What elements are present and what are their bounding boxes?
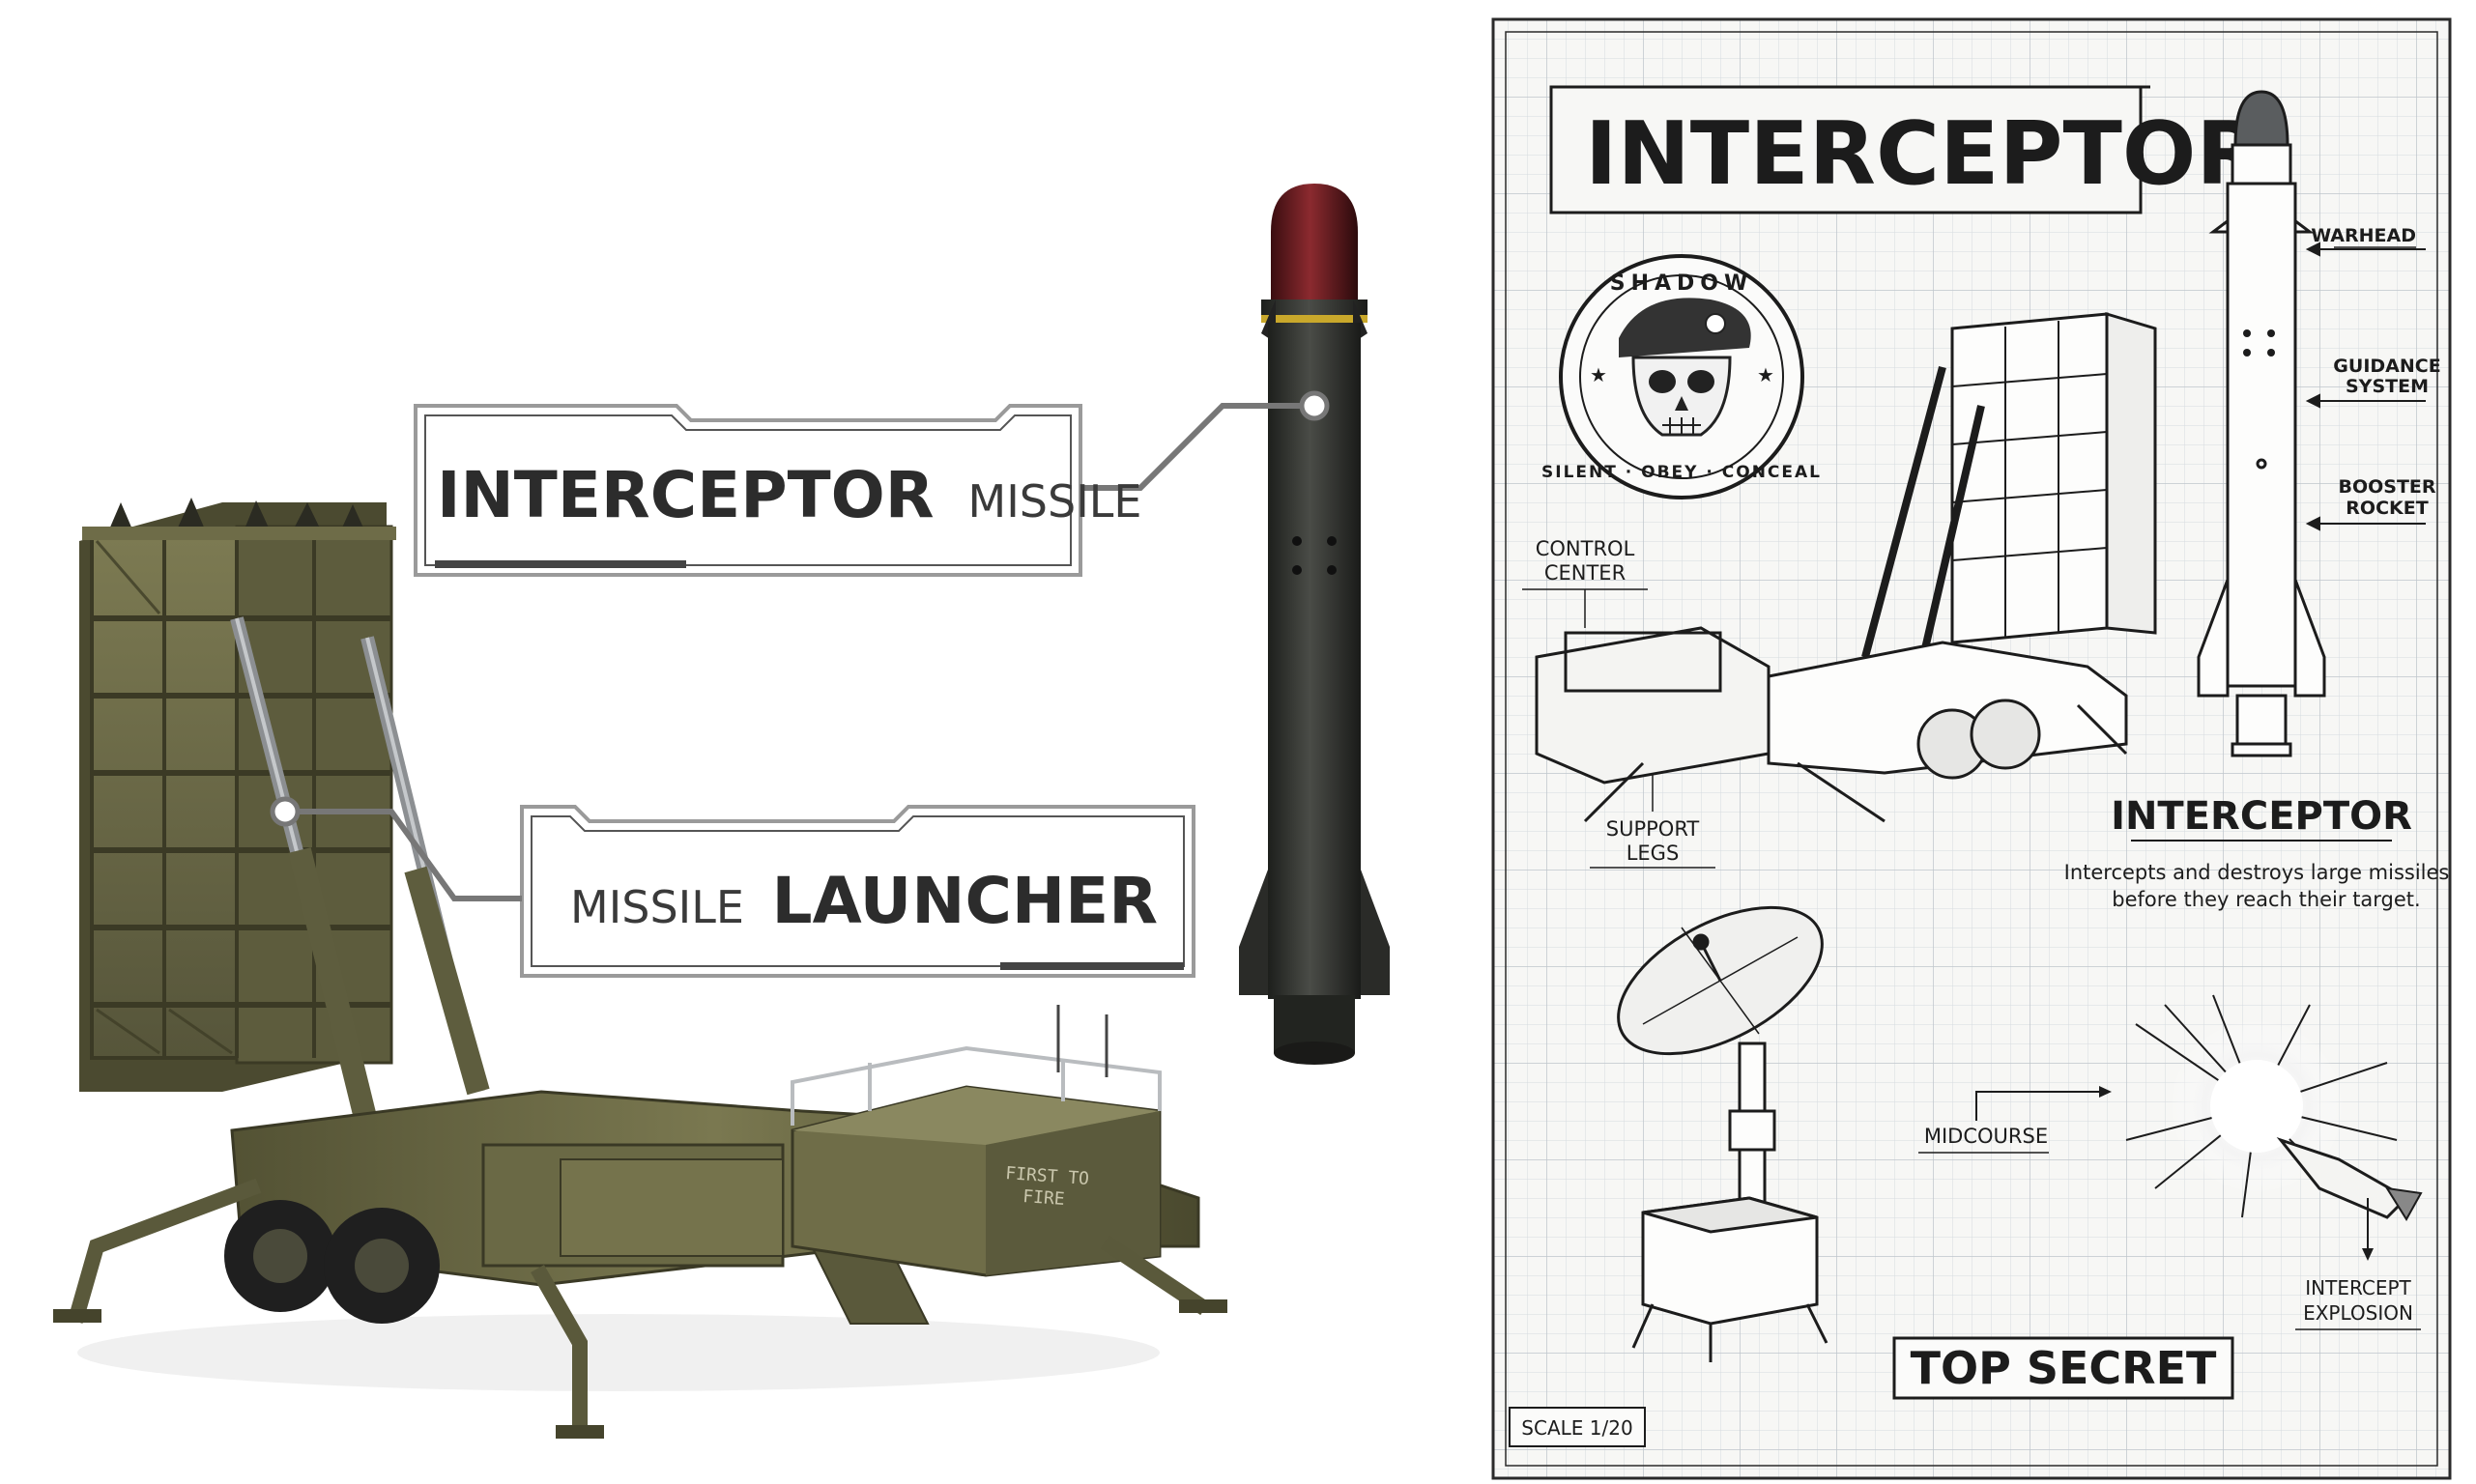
outrigger-legs bbox=[68, 1178, 1210, 1438]
svg-text:MIDCOURSE: MIDCOURSE bbox=[1924, 1125, 2048, 1148]
emblem-top-text: SHADOW bbox=[1610, 271, 1754, 296]
label-guidance-2: SYSTEM bbox=[2346, 376, 2429, 397]
svg-text:CONTROL: CONTROL bbox=[1536, 537, 1635, 560]
svg-text:EXPLOSION: EXPLOSION bbox=[2303, 1301, 2413, 1325]
info-line-2: before they reach their target. bbox=[2112, 888, 2420, 911]
missile-callout-bold: INTERCEPTOR bbox=[437, 458, 935, 532]
emblem-bottom-text: SILENT · OBEY · CONCEAL bbox=[1541, 463, 1822, 482]
label-booster-2: ROCKET bbox=[2346, 498, 2428, 519]
blueprint-missile-leaders bbox=[2305, 242, 2426, 531]
svg-text:INTERCEPTOR MISSILE: INTERCEPTOR MISSILE bbox=[437, 458, 1141, 532]
missile-callout: INTERCEPTOR MISSILE bbox=[408, 390, 1330, 580]
trailer-wheels bbox=[224, 1200, 440, 1324]
generator-box: FIRST TO FIRE bbox=[791, 1005, 1162, 1277]
interceptor-missile-illustration bbox=[1239, 184, 1390, 1065]
svg-text:SCALE 1/20: SCALE 1/20 bbox=[1521, 1416, 1632, 1440]
launcher-callout-bold: LAUNCHER bbox=[772, 864, 1159, 938]
hydraulic-rams bbox=[230, 616, 490, 1128]
launcher-stencil-line-2: FIRE bbox=[1022, 1186, 1066, 1210]
launcher-callout: MISSILE LAUNCHER bbox=[270, 796, 1202, 982]
info-line-1: Intercepts and destroys large missiles bbox=[2064, 861, 2450, 884]
emblem-star-icon: ★ bbox=[1757, 363, 1774, 386]
emblem-star-icon: ★ bbox=[1590, 363, 1607, 386]
blueprint-poster: INTERCEPTOR SHADOW SILENT · OBEY · CONCE… bbox=[1491, 17, 2452, 1480]
intercept-explosion-label: INTERCEPT EXPLOSION bbox=[2295, 1198, 2421, 1330]
shadow-emblem: SHADOW SILENT · OBEY · CONCEAL ★ ★ bbox=[1541, 254, 1822, 499]
support-legs-label: SUPPORT LEGS bbox=[1590, 773, 1715, 869]
svg-text:MISSILE LAUNCHER: MISSILE LAUNCHER bbox=[570, 864, 1158, 938]
svg-text:TOP SECRET: TOP SECRET bbox=[1911, 1342, 2217, 1394]
blueprint-radar-dish bbox=[1617, 905, 1828, 1362]
label-booster-1: BOOSTER bbox=[2338, 476, 2435, 498]
blueprint-missile bbox=[2197, 90, 2326, 757]
missile-callout-thin: MISSILE bbox=[968, 475, 1142, 528]
top-secret-stamp: TOP SECRET bbox=[1892, 1336, 2234, 1400]
svg-text:INTERCEPT: INTERCEPT bbox=[2305, 1276, 2411, 1299]
interceptor-info-block: INTERCEPTOR Intercepts and destroys larg… bbox=[2064, 794, 2450, 911]
svg-text:CENTER: CENTER bbox=[1544, 561, 1626, 585]
blueprint-title-box: INTERCEPTOR bbox=[1549, 85, 2263, 214]
intercept-explosion-sketch bbox=[2125, 994, 2423, 1221]
control-center-label: CONTROL CENTER bbox=[1522, 537, 1648, 628]
blueprint-launcher-sketch bbox=[1535, 311, 2157, 823]
label-guidance-1: GUIDANCE bbox=[2333, 356, 2440, 377]
midcourse-label: MIDCOURSE bbox=[1918, 1086, 2112, 1154]
svg-text:SUPPORT: SUPPORT bbox=[1606, 817, 1700, 841]
label-warhead: WARHEAD bbox=[2311, 225, 2416, 246]
info-heading: INTERCEPTOR bbox=[2111, 794, 2412, 839]
svg-text:LEGS: LEGS bbox=[1627, 842, 1680, 865]
blueprint-title: INTERCEPTOR bbox=[1585, 103, 2263, 205]
missile-launcher-illustration: FIRST TO FIRE bbox=[53, 498, 1227, 1439]
launcher-callout-thin: MISSILE bbox=[570, 881, 744, 933]
scale-box: SCALE 1/20 bbox=[1509, 1407, 1646, 1447]
